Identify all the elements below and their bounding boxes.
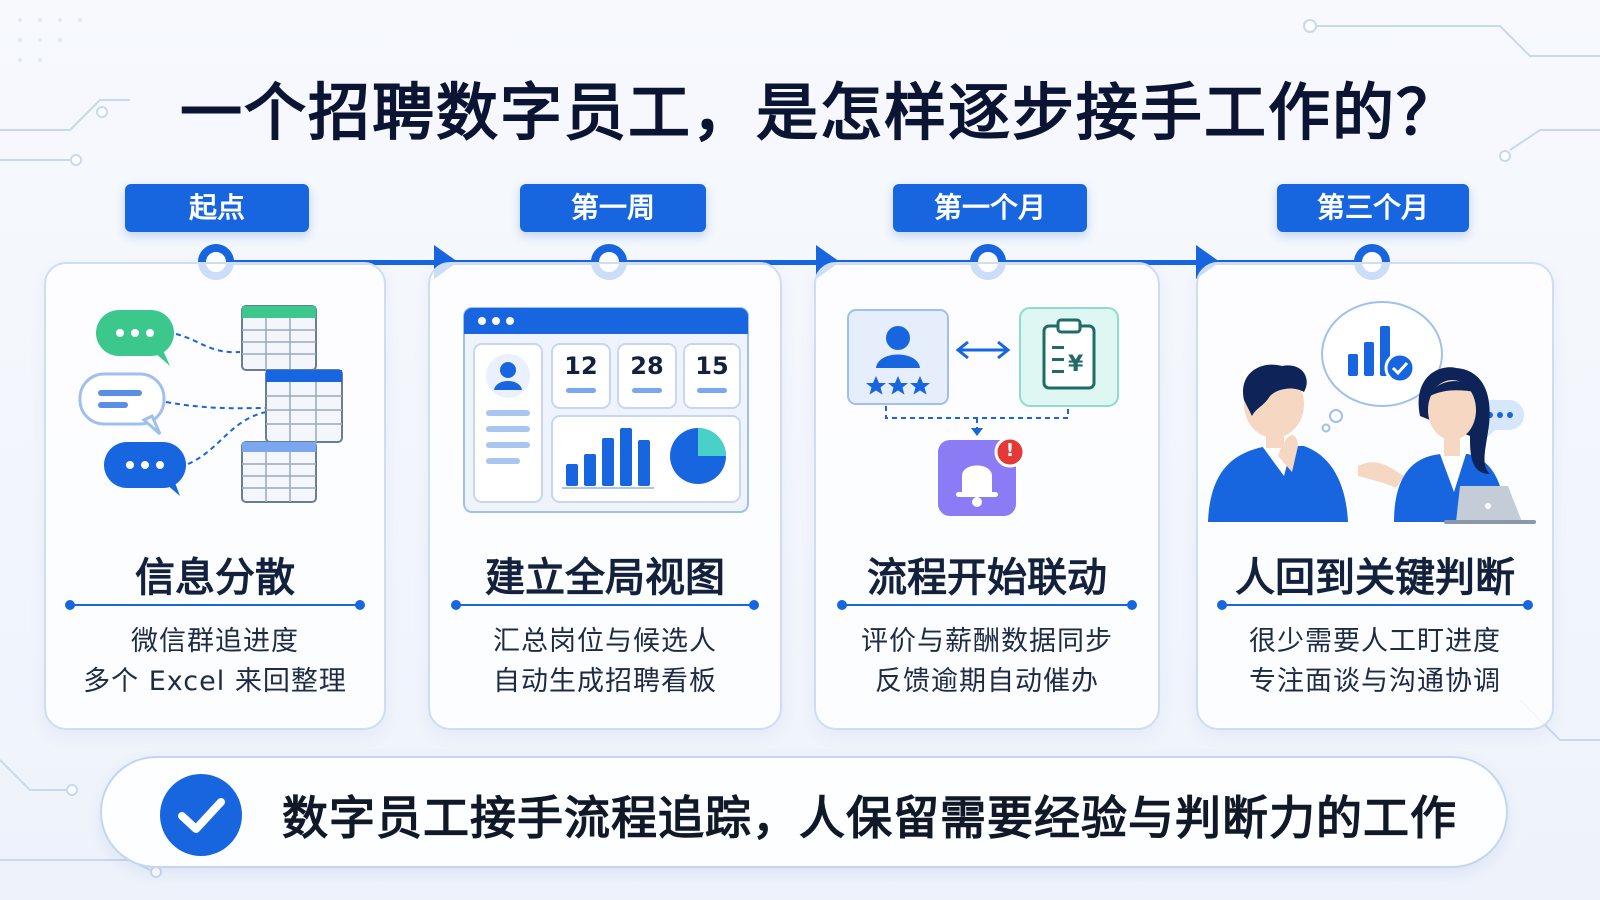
dashboard-number: 28	[630, 352, 664, 380]
stage-tag-month-one: 第一个月	[893, 184, 1087, 232]
stage-description: 微信群追进度 多个 Excel 来回整理	[44, 622, 386, 702]
stage-description: 汇总岗位与候选人 自动生成招聘看板	[428, 622, 782, 702]
stage-desc-line: 很少需要人工盯进度	[1249, 626, 1501, 657]
chat-bubble-icon	[78, 372, 166, 436]
spreadsheet-icon	[241, 305, 317, 371]
stage-description: 评价与薪酬数据同步 反馈逾期自动催办	[814, 622, 1160, 702]
bar-chart-icon	[562, 428, 654, 489]
stage-tag-month-three: 第三个月	[1277, 184, 1469, 232]
dashboard-number: 15	[695, 352, 729, 380]
stage-desc-line: 汇总岗位与候选人	[493, 626, 717, 657]
pie-chart-icon	[670, 428, 726, 484]
timeline-line	[216, 260, 1376, 265]
stage-heading: 建立全局视图	[485, 555, 725, 601]
card-divider	[1217, 600, 1533, 610]
process-linkage-illustration	[847, 307, 1119, 516]
alert-badge: !	[1005, 440, 1015, 461]
card-divider	[451, 600, 759, 610]
rated-candidate-icon	[847, 309, 949, 405]
user-icon	[486, 354, 530, 398]
stage-heading: 流程开始联动	[867, 555, 1107, 601]
card-divider	[837, 600, 1137, 610]
check-circle-icon	[160, 774, 242, 856]
dashboard-number: 12	[564, 352, 598, 380]
stage-tag-week-one: 第一周	[520, 184, 706, 232]
spreadsheet-icon	[265, 369, 343, 443]
dashboard-icon	[463, 307, 749, 513]
interview-people-icon	[1208, 301, 1536, 524]
salary-symbol: ¥	[1068, 352, 1084, 377]
two-way-arrow-icon	[955, 340, 1011, 360]
stage-desc-line: 微信群追进度	[131, 626, 299, 657]
card-divider	[65, 600, 365, 610]
bell-alert-icon	[938, 436, 1026, 516]
chart-check-bubble-icon	[1321, 301, 1443, 433]
summary-banner: 数字员工接手流程追踪，人保留需要经验与判断力的工作	[100, 756, 1508, 868]
stage-heading: 信息分散	[135, 555, 295, 601]
stage-desc-line: 专注面谈与沟通协调	[1249, 666, 1501, 697]
chat-bubble-icon	[104, 442, 186, 496]
stage-desc-line: 自动生成招聘看板	[493, 666, 717, 697]
spreadsheet-icon	[241, 441, 317, 503]
stage-description: 很少需要人工盯进度 专注面谈与沟通协调	[1196, 622, 1554, 702]
scattered-info-illustration	[78, 305, 343, 503]
stage-tag-start: 起点	[125, 184, 309, 232]
stage-desc-line: 多个 Excel 来回整理	[83, 666, 347, 697]
summary-text: 数字员工接手流程追踪，人保留需要经验与判断力的工作	[282, 791, 1457, 845]
stage-desc-line: 反馈逾期自动催办	[875, 666, 1099, 697]
salary-clipboard-icon	[1019, 307, 1119, 407]
stage-heading: 人回到关键判断	[1235, 555, 1515, 601]
stage-desc-line: 评价与薪酬数据同步	[861, 626, 1113, 657]
page-title: 一个招聘数字员工，是怎样逐步接手工作的？	[179, 76, 1460, 149]
chat-bubble-icon	[96, 310, 174, 366]
